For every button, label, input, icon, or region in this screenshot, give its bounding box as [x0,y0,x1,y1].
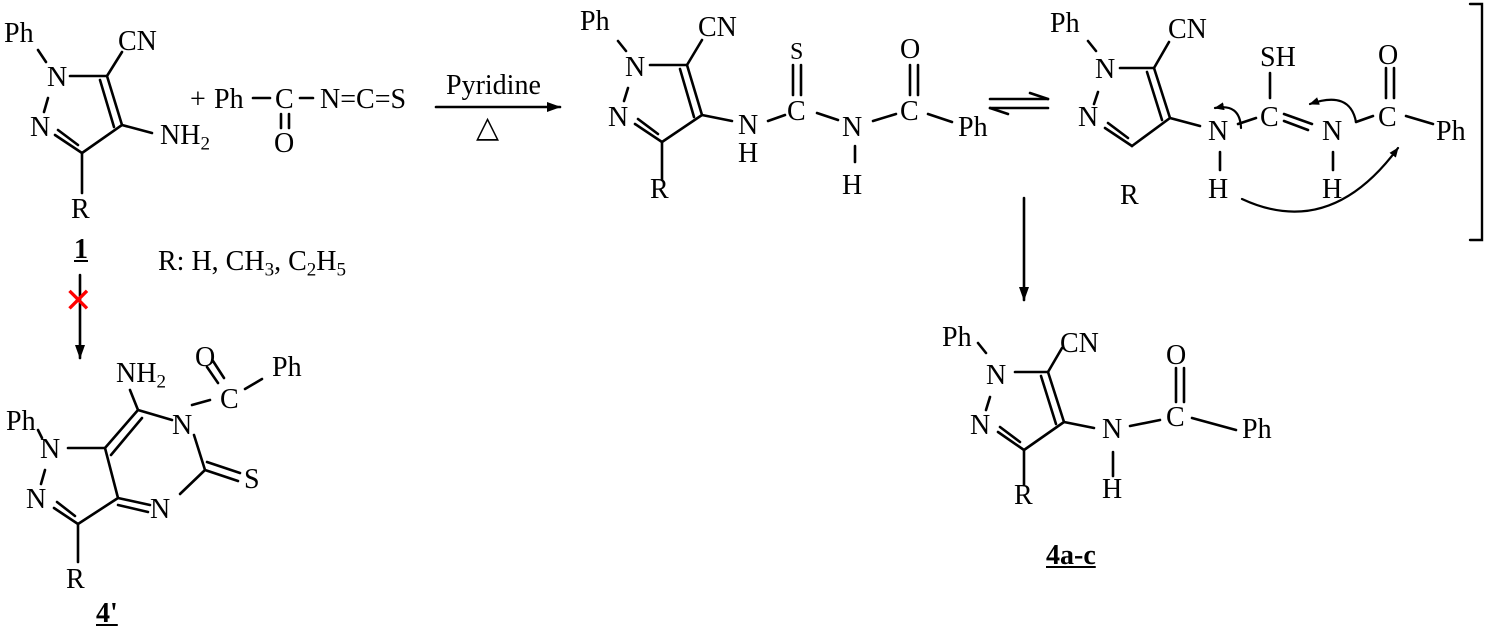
atom-r: R [650,174,669,205]
atom-h: H [1322,174,1343,205]
atom-n1: N [47,62,68,93]
r-group-definition: R: H, CH3, C2H5 [158,246,346,280]
atom-r: R [71,194,90,225]
atom-s: S [790,39,804,65]
atom-n-ring: N [172,410,193,441]
equilibrium-arrows [988,91,1050,116]
atom-n-amide: N [1102,414,1123,445]
plus-sign: + [190,84,206,115]
reagent-ncs: N=C=S [320,84,407,115]
atom-sh: SH [1260,42,1296,73]
nh2-text: NH [116,358,157,389]
atom-ph: Ph [958,112,988,143]
thiourea-bonds [616,38,954,182]
atom-n-ring2: N [150,494,171,525]
atom-r: R [1014,480,1033,511]
atom-ph: Ph [1242,414,1272,445]
nh2-subscript: 2 [200,133,210,155]
atom-ph: Ph [4,18,34,49]
atom-c: C [900,96,919,127]
atom-n-amine: N [1208,116,1229,147]
atom-n2: N [970,410,991,441]
atom-n1: N [625,52,646,83]
atom-n2: N [608,102,629,133]
atom-n-imide: N [842,112,863,143]
r-text-2: , C [274,246,307,277]
reagent-c: C [275,84,294,115]
compound-label-4prime: 4' [96,598,118,629]
atom-n2: N [1078,102,1099,133]
atom-o: O [1378,40,1399,71]
atom-n2: N [30,112,51,143]
atom-cn: CN [698,12,737,43]
atom-cn: CN [118,26,157,57]
atom-o: O [1166,340,1187,371]
atom-ph: Ph [272,352,302,383]
atom-n1: N [1095,54,1116,85]
atom-cn: CN [1060,328,1099,359]
atom-n1: N [986,360,1007,391]
r-text-1: R: H, CH [158,246,265,277]
atom-h: H [738,138,759,169]
tautomer-bonds [1086,39,1435,172]
compound-4ac-bonds [976,341,1238,487]
reagent-bonds [251,96,315,130]
nh2-text: NH [160,120,201,151]
r-sub-1: 3 [264,259,275,281]
atom-o: O [195,342,216,373]
blocked-x-icon: ✕ [64,281,93,321]
atom-o: O [900,34,921,65]
heat-icon: △ [476,111,500,144]
r-sub-2: 2 [306,259,317,281]
r-sub-3: 5 [336,259,347,281]
bracket [1468,2,1484,242]
nh2-subscript: 2 [156,371,166,393]
compound-4prime-bonds [36,359,264,564]
atom-n-amide: N [738,110,759,141]
atom-ph: Ph [1050,8,1080,39]
atom-c: C [1378,102,1397,133]
atom-r: R [66,564,85,595]
atom-n1: N [40,434,61,465]
atom-cn: CN [1168,14,1207,45]
atom-c: C [1166,402,1185,433]
compound-1-bonds [36,48,154,195]
compound-label-4ac: 4a-c [1046,540,1096,571]
atom-h: H [842,170,863,201]
condition-solvent: Pyridine [446,70,541,101]
reagent-ph: Ph [214,84,244,115]
curved-arrow-3 [1240,146,1400,213]
reagent-o: O [274,128,295,159]
atom-ph: Ph [6,406,36,437]
atom-h: H [1208,174,1229,205]
compound-label-1: 1 [74,234,88,265]
atom-s: S [244,464,260,495]
curved-arrow-2 [1308,97,1358,124]
r-text-3: H [316,246,337,277]
atom-ph: Ph [580,6,610,37]
atom-r: R [1120,180,1139,211]
atom-h: H [1102,474,1123,505]
atom-nh2: NH2 [160,120,210,154]
curved-arrow-1 [1213,102,1243,130]
atom-n2: N [26,484,47,515]
atom-nh2: NH2 [116,358,166,392]
atom-ph: Ph [942,322,972,353]
atom-n-imine: N [1322,116,1343,147]
atom-c: C [220,384,239,415]
atom-c: C [1260,102,1279,133]
atom-c: C [787,96,806,127]
atom-ph: Ph [1436,116,1466,147]
